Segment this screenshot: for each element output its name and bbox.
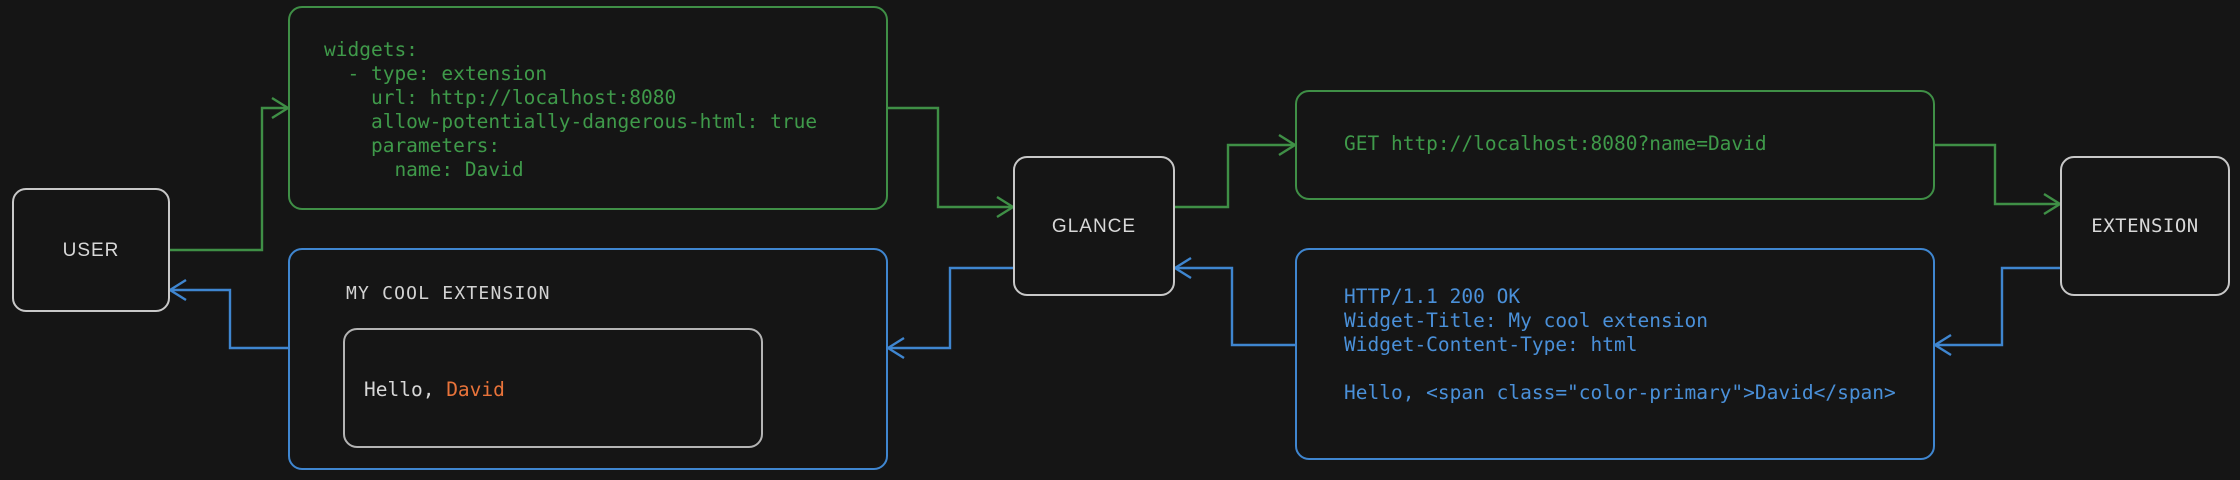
panel-rendered-widget: MY COOL EXTENSION Hello, David bbox=[288, 248, 888, 470]
node-extension-label: EXTENSION bbox=[2091, 214, 2199, 237]
widget-card: Hello, David bbox=[343, 328, 763, 448]
panel-yaml-config: widgets: - type: extension url: http://l… bbox=[288, 6, 888, 210]
node-user[interactable]: USER bbox=[12, 188, 170, 312]
edge-config-to-glance bbox=[888, 106, 1016, 219]
panel-http-request: GET http://localhost:8080?name=David bbox=[1295, 90, 1935, 200]
widget-body-accent: David bbox=[446, 378, 505, 401]
edge-glance-to-request bbox=[1175, 133, 1298, 209]
node-extension[interactable]: EXTENSION bbox=[2060, 156, 2230, 296]
edge-user-to-config bbox=[170, 96, 291, 252]
edge-response-to-glance bbox=[1172, 256, 1295, 347]
yaml-config-code: widgets: - type: extension url: http://l… bbox=[324, 38, 818, 181]
panel-http-response: HTTP/1.1 200 OK Widget-Title: My cool ex… bbox=[1295, 248, 1935, 460]
http-request-code: GET http://localhost:8080?name=David bbox=[1344, 132, 1767, 155]
http-response-code: HTTP/1.1 200 OK Widget-Title: My cool ex… bbox=[1344, 285, 1896, 404]
node-user-label: USER bbox=[62, 239, 120, 261]
edge-glance-to-widget bbox=[885, 266, 1013, 360]
node-glance-label: GLANCE bbox=[1051, 215, 1137, 237]
edge-request-to-extension bbox=[1935, 143, 2063, 216]
widget-title: MY COOL EXTENSION bbox=[346, 283, 551, 304]
widget-body-text: Hello, David bbox=[364, 378, 505, 401]
widget-body-prefix: Hello, bbox=[364, 378, 447, 401]
edge-extension-to-response bbox=[1932, 266, 2060, 357]
edge-widget-to-user bbox=[167, 278, 288, 350]
node-glance[interactable]: GLANCE bbox=[1013, 156, 1175, 296]
